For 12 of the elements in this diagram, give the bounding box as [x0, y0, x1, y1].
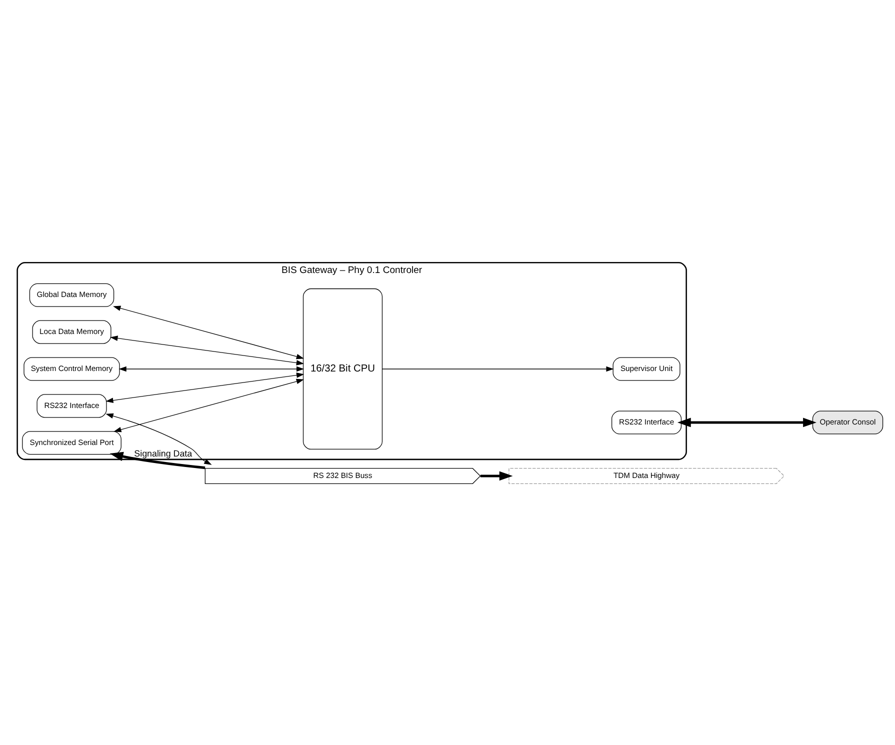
arrow [382, 366, 614, 372]
arrow [110, 452, 206, 470]
arrow [118, 366, 304, 372]
arrow [106, 413, 212, 465]
arrow [106, 372, 304, 403]
edge-label: Signaling Data [134, 448, 192, 458]
arrow [113, 306, 304, 360]
arrow [480, 471, 513, 481]
node-box: 16/32 Bit CPU [302, 288, 383, 450]
arrow [110, 336, 304, 366]
arrow [114, 378, 304, 432]
arrow [677, 418, 816, 428]
